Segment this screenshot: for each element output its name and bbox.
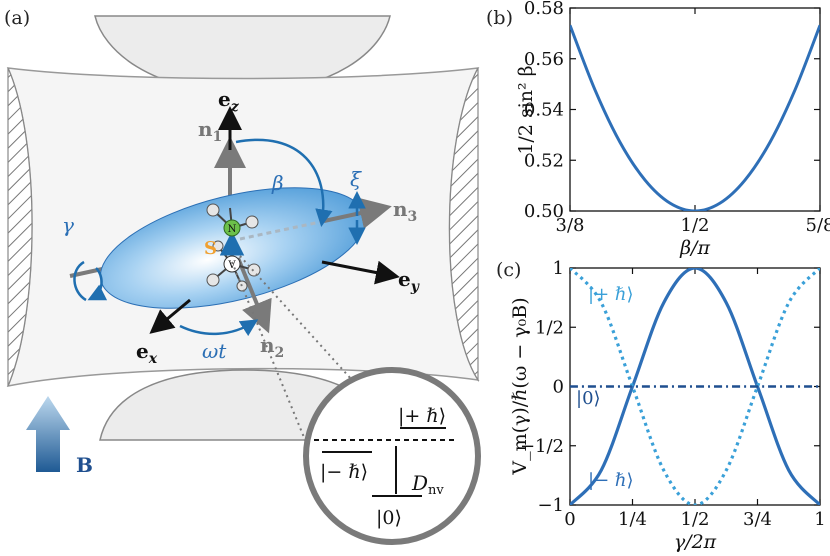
nv-center: N V xyxy=(206,203,261,292)
panel-a-label: (a) xyxy=(4,7,30,29)
panel-c-chart: (c) 0 1/4 1/2 3/4 1 −1 −1/2 0 1/2 1 V_m(γ)/ℏ(ω − … xyxy=(496,258,826,553)
x-tick-label: 1/2 xyxy=(681,215,710,236)
n3-arrow xyxy=(323,197,392,229)
nitrogen-label: N xyxy=(228,224,237,235)
n2-label: n2 xyxy=(260,333,284,361)
panel-c-xlabel: γ/2π xyxy=(674,531,717,553)
left-mirror xyxy=(7,67,33,387)
beta-label: β xyxy=(271,171,284,195)
spin-label: S xyxy=(204,238,217,259)
panel-a-diagram: (a) xyxy=(4,7,481,545)
level-plus-label: |+ ℏ⟩ xyxy=(398,405,446,427)
energy-level-inset xyxy=(303,367,481,545)
legend-zero: |0⟩ xyxy=(576,388,601,409)
ez-label: ez xyxy=(218,87,240,115)
x-tick-label: 1/2 xyxy=(681,509,710,530)
carbon-atom xyxy=(206,203,220,217)
x-tick-label: 3/4 xyxy=(743,509,772,530)
carbon-atom xyxy=(247,263,261,277)
dnv-label: Dnv xyxy=(411,471,444,498)
magnetic-field-arrow xyxy=(26,396,70,472)
ey-arrow xyxy=(321,260,400,285)
carbon-atom xyxy=(206,273,220,287)
right-mirror xyxy=(448,67,479,383)
vacancy-label: V xyxy=(227,260,236,271)
zoom-line xyxy=(231,261,311,453)
y-tick-label: 0.54 xyxy=(524,100,564,121)
n3-label: n3 xyxy=(393,197,417,225)
x-tick-label: 3/8 xyxy=(556,215,585,236)
y-tick-label: −1/2 xyxy=(520,436,564,457)
y-tick-label: 0.58 xyxy=(524,0,564,19)
y-tick-label: −1 xyxy=(537,495,564,516)
panel-b-label: (b) xyxy=(486,7,513,29)
panel-c-label: (c) xyxy=(496,259,521,281)
x-tick-label: 5/8 xyxy=(806,215,830,236)
n3-dashed xyxy=(239,220,321,241)
panel-b-xlabel: β/π xyxy=(679,237,710,259)
y-tick-label: 0.52 xyxy=(524,150,564,171)
panel-b-frame xyxy=(569,7,821,212)
n2-arrow xyxy=(236,257,272,334)
y-tick-label: 0 xyxy=(553,377,564,398)
panel-b-ylabel: 1/2 sin² β xyxy=(515,65,537,154)
zoom-line xyxy=(239,255,353,381)
nitrogen-atom xyxy=(223,219,241,237)
ex-arrow xyxy=(149,298,191,334)
panel-c-ylabel: V_m(γ)/ℏ(ω − γ₀B) xyxy=(509,297,531,475)
level-minus-label: |− ℏ⟩ xyxy=(320,461,368,483)
x-tick-label: 1/4 xyxy=(618,509,647,530)
y-tick-label: 1 xyxy=(553,258,564,279)
gamma-label: γ xyxy=(62,213,74,237)
n1-label: n1 xyxy=(198,117,222,145)
gamma-arc-a xyxy=(73,260,87,302)
xi-label: ξ xyxy=(350,167,362,191)
panel-b-chart: (b) 3/8 1/2 5/8 0.50 0.52 0.54 0.56 0.58 1/2 si… xyxy=(486,0,830,259)
ey-label: ey xyxy=(398,267,420,295)
legend-minus: |− ℏ⟩ xyxy=(588,470,633,491)
x-tick-label: 0 xyxy=(564,509,575,530)
panel-c-series-line xyxy=(570,268,820,505)
x-tick-label: 1 xyxy=(814,509,825,530)
carbon-atom xyxy=(245,215,259,229)
omega-t-arc xyxy=(179,319,259,337)
level-zero-label: |0⟩ xyxy=(376,507,402,529)
y-tick-label: 0.50 xyxy=(524,201,564,222)
field-label: B xyxy=(76,453,93,477)
y-tick-label: 1/2 xyxy=(535,317,564,338)
beta-arc xyxy=(235,138,333,227)
panel-b-series-line xyxy=(570,24,820,211)
ex-label: ex xyxy=(136,339,158,367)
omega-t-label: ωt xyxy=(202,339,227,363)
legend-plus: |+ ℏ⟩ xyxy=(588,284,633,305)
gamma-arc-b xyxy=(87,267,108,301)
y-tick-label: 0.56 xyxy=(524,49,564,70)
